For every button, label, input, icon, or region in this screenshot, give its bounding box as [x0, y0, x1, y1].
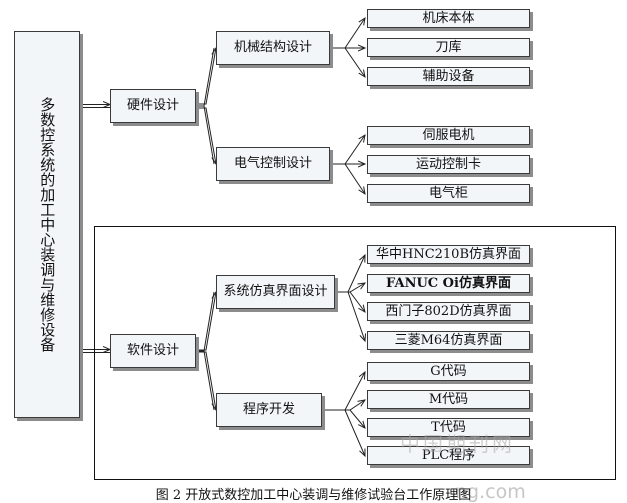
root-label: 多数控系统的加工中心装调与维修设备 [38, 97, 57, 352]
item-label: T代码 [431, 419, 466, 435]
sw-prog-item: M代码 [367, 390, 530, 409]
electrical-design-label: 电气控制设计 [233, 156, 312, 172]
hw-mech-item: 刀库 [367, 38, 530, 57]
item-label: 刀库 [435, 39, 462, 55]
hw-elec-item: 运动控制卡 [367, 155, 530, 174]
hw-elec-item: 电气柜 [367, 184, 530, 203]
simulation-ui-design-label: 系统仿真界面设计 [223, 284, 328, 300]
item-label: 电气柜 [428, 185, 468, 201]
hw-mech-item: 机床本体 [367, 9, 530, 28]
sw-sim-item: 华中HNC210B仿真界面 [367, 245, 530, 264]
sw-sim-item: 三菱M64仿真界面 [367, 331, 530, 350]
item-label: 辅助设备 [422, 68, 475, 84]
sw-sim-item: 西门子802D仿真界面 [367, 302, 530, 321]
software-design-label: 软件设计 [126, 343, 179, 359]
item-label: 西门子802D仿真界面 [385, 303, 512, 319]
item-label: PLC程序 [421, 447, 476, 463]
item-label: 三菱M64仿真界面 [394, 332, 503, 348]
item-label: G代码 [430, 363, 467, 379]
item-label: FANUC Oi仿真界面 [386, 275, 511, 291]
root-node: 多数控系统的加工中心装调与维修设备 [14, 31, 80, 418]
program-development-label: 程序开发 [242, 402, 295, 418]
sw-prog-item: PLC程序 [367, 446, 530, 465]
hw-mech-item: 辅助设备 [367, 67, 530, 86]
sw-sim-item: FANUC Oi仿真界面 [367, 274, 530, 293]
mechanical-design-label: 机械结构设计 [233, 40, 312, 56]
hardware-design-label: 硬件设计 [126, 98, 179, 114]
software-frame [94, 226, 616, 480]
sw-prog-item: T代码 [367, 418, 530, 437]
item-label: 运动控制卡 [415, 156, 481, 172]
software-design-node: 软件设计 [110, 334, 196, 368]
program-development-node: 程序开发 [216, 393, 322, 427]
electrical-design-node: 电气控制设计 [216, 147, 330, 181]
hw-elec-item: 伺服电机 [367, 126, 530, 145]
hardware-design-node: 硬件设计 [110, 89, 196, 123]
simulation-ui-design-node: 系统仿真界面设计 [216, 275, 335, 309]
item-label: 机床本体 [422, 10, 475, 26]
item-label: M代码 [428, 391, 469, 407]
sw-prog-item: G代码 [367, 362, 530, 381]
mechanical-design-node: 机械结构设计 [216, 31, 330, 65]
item-label: 伺服电机 [422, 127, 475, 143]
figure-caption: 图 2 开放式数控加工中心装调与维修试验台工作原理图 [155, 488, 472, 503]
item-label: 华中HNC210B仿真界面 [375, 246, 522, 262]
